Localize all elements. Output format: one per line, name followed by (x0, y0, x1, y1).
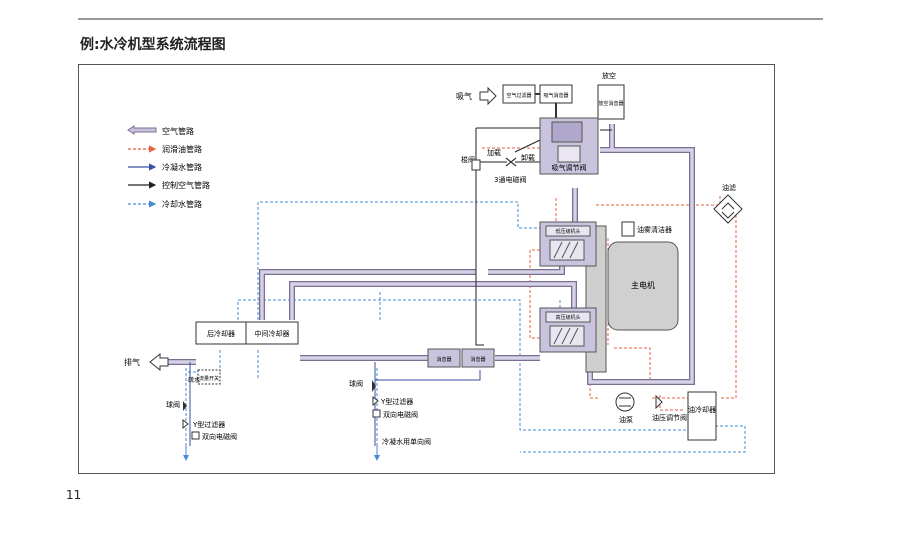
page-number: 11 (66, 488, 82, 502)
solenoid-mid-label: 双向电磁阀 (383, 410, 418, 419)
page-title: 例:水冷机型系统流程图 (80, 37, 226, 53)
ball-valve-mid-icon (372, 380, 376, 392)
vent-silencer-label: 放空消音器 (598, 100, 623, 107)
stage1-airend-label: 低压级机头 (555, 228, 580, 235)
flow-switch (197, 369, 221, 385)
stage1-airend: 低压级机头 (539, 221, 597, 267)
intake-label: 吸气 (456, 91, 472, 101)
oil-pressure-regulator-icon (655, 394, 663, 410)
legend-lube: 润滑油管路 (128, 144, 202, 154)
oil-mist-filter (621, 221, 635, 237)
intercooler (245, 321, 299, 345)
stage2-airend: 高压级机头 (539, 307, 597, 353)
y-strainer-mid-icon (372, 395, 379, 407)
oil-mist-filter-label: 油雾清洁器 (637, 225, 672, 234)
oil-cooler-label: 油冷却器 (688, 405, 716, 414)
ball-valve-left-label: 球阀 (166, 400, 180, 409)
legend-control: 控制空气管路 (128, 180, 210, 190)
oil-pressure-regulator-label: 油压调节阀 (652, 413, 687, 422)
y-strainer-left-label: Y型过滤器 (192, 420, 225, 429)
intake-arrow-icon (479, 86, 497, 106)
drain-trap-label: 疏水 (188, 376, 200, 384)
main-motor-label: 主电机 (631, 280, 655, 290)
legend-air-label: 空气管路 (162, 126, 194, 136)
oil-pump-label: 油泵 (619, 415, 633, 424)
silencer-a-label: 消音器 (436, 356, 451, 363)
silencer-b-label: 消音器 (470, 356, 485, 363)
silencer-a (427, 348, 461, 368)
y-strainer-mid-label: Y型过滤器 (380, 397, 413, 406)
check-valve-mid-label: 冷凝水用单向阀 (382, 437, 431, 446)
exhaust-arrow-icon (149, 352, 169, 372)
legend-condensate: 冷凝水管路 (128, 162, 202, 172)
main-motor (607, 241, 679, 331)
solenoid-mid-icon (372, 409, 381, 418)
legend: 空气管路 润滑油管路 冷凝水管路 控制空气管路 冷却水管路 (127, 125, 210, 209)
legend-cooling: 冷却水管路 (128, 199, 202, 209)
legend-lube-label: 润滑油管路 (162, 144, 202, 154)
y-strainer-left-icon (182, 418, 189, 430)
diagram-frame (78, 64, 775, 474)
vent-silencer (597, 84, 625, 120)
solenoid-left-label: 双向电磁阀 (202, 432, 237, 441)
vent-label: 放空 (602, 71, 616, 80)
silencer-b (461, 348, 495, 368)
legend-air: 空气管路 (127, 125, 194, 136)
three-way-solenoid-icon (505, 157, 517, 167)
intake-filter-label: 空气过滤器 (506, 92, 531, 99)
shuttle-valve (471, 159, 481, 171)
oil-pump (615, 392, 635, 412)
air-pipes (168, 124, 695, 385)
solenoid-left-icon (191, 431, 200, 440)
exhaust-label: 排气 (124, 357, 140, 367)
stage2-airend-label: 高压级机头 (555, 314, 580, 321)
unload-label: 卸载 (521, 153, 535, 162)
intercooler-label: 中间冷却器 (255, 329, 290, 338)
aftercooler-label: 后冷却器 (207, 329, 235, 338)
intake-silencer-label: 吸气消音器 (543, 92, 568, 99)
legend-cooling-label: 冷却水管路 (162, 199, 202, 209)
legend-control-label: 控制空气管路 (162, 180, 210, 190)
intake-regulator-label: 吸气调节阀 (552, 163, 587, 172)
top-rule (78, 18, 823, 20)
oil-cooler (687, 391, 717, 441)
shuttle-valve-label: 梭阀 (461, 155, 475, 164)
oil-filter-label: 油滤 (722, 183, 736, 192)
flow-switch-label: 流量开关 (199, 375, 219, 382)
oil-filter (713, 194, 743, 224)
legend-condensate-label: 冷凝水管路 (162, 162, 202, 172)
three-way-valve-label: 3通电磁阀 (494, 175, 526, 184)
ball-valve-mid-label: 球阀 (349, 379, 363, 388)
control-air-lines (475, 127, 612, 346)
load-label: 加载 (487, 148, 501, 157)
ball-valve-left-icon (183, 401, 187, 411)
